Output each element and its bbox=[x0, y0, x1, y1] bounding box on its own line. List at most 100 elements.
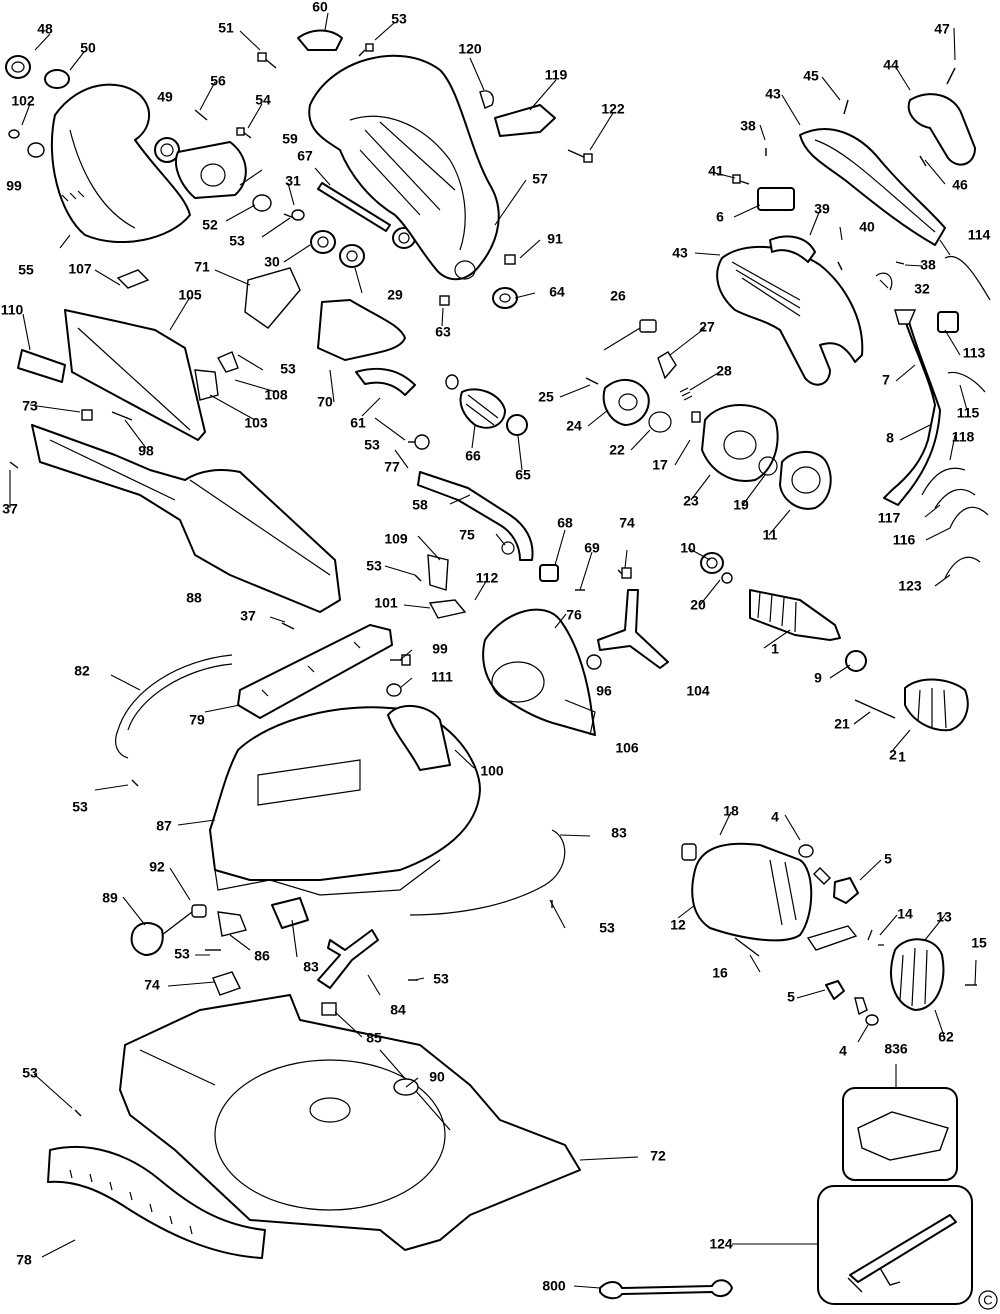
callout: 87 bbox=[156, 818, 172, 834]
callout: 83 bbox=[303, 959, 319, 975]
washer-65 bbox=[492, 287, 518, 309]
dust-chute-71 bbox=[317, 299, 406, 361]
upper-blade-guard bbox=[308, 54, 500, 281]
label-111 bbox=[17, 349, 66, 383]
callout: 74 bbox=[144, 977, 160, 993]
copyright-symbol: C bbox=[983, 1292, 992, 1307]
spacer-31 bbox=[291, 209, 305, 221]
wire-119 bbox=[921, 467, 966, 496]
callout: 100 bbox=[480, 763, 504, 779]
callout: 16 bbox=[712, 965, 728, 981]
callout: 105 bbox=[178, 287, 202, 303]
link-arm-59 bbox=[417, 471, 534, 561]
wire-116 bbox=[947, 371, 986, 393]
callout: 64 bbox=[549, 284, 565, 300]
throat-plate-82 bbox=[237, 624, 393, 719]
latch bbox=[494, 104, 556, 137]
callout: 61 bbox=[350, 415, 366, 431]
clip-32 bbox=[875, 272, 893, 291]
callout: 51 bbox=[218, 20, 234, 36]
switch bbox=[757, 187, 795, 211]
lower-blade-guard bbox=[50, 83, 191, 244]
field-housing-2 bbox=[904, 678, 969, 732]
callout: 114 bbox=[968, 227, 991, 243]
fence-assembly bbox=[9, 267, 669, 736]
callout: 103 bbox=[244, 415, 268, 431]
bearing-30 bbox=[310, 230, 336, 254]
motor-gear-assembly bbox=[585, 319, 969, 732]
callout: 53 bbox=[599, 920, 615, 936]
callout: 89 bbox=[102, 890, 118, 906]
turntable-assembly bbox=[115, 624, 566, 1016]
callout: 98 bbox=[138, 443, 154, 459]
callout: 60 bbox=[312, 0, 328, 15]
callout: 68 bbox=[557, 515, 573, 531]
callout: 32 bbox=[914, 281, 930, 297]
callout: 92 bbox=[149, 859, 165, 875]
wire-124 bbox=[944, 556, 981, 579]
callout: 59 bbox=[282, 131, 298, 147]
callout: 58 bbox=[412, 497, 428, 513]
o-ring-19 bbox=[758, 456, 778, 476]
callout: 8 bbox=[886, 430, 894, 446]
callout: 111 bbox=[431, 669, 453, 685]
callout: 39 bbox=[814, 201, 830, 217]
upper-guard-assembly bbox=[5, 29, 593, 309]
callout: 53 bbox=[433, 971, 449, 987]
wrench-836 bbox=[599, 1279, 733, 1300]
callout: 40 bbox=[859, 219, 875, 235]
callout: 112 bbox=[476, 570, 499, 586]
callout: 123 bbox=[898, 578, 922, 594]
callout: 53 bbox=[229, 233, 245, 249]
knob-cap bbox=[5, 55, 31, 79]
callout: 6 bbox=[716, 209, 724, 225]
callout: 91 bbox=[547, 231, 563, 247]
callout: 55 bbox=[18, 262, 34, 278]
callout: 45 bbox=[803, 68, 819, 84]
spring-67 bbox=[459, 388, 506, 429]
callout: 107 bbox=[68, 261, 92, 277]
callout: 37 bbox=[240, 608, 256, 624]
callout: 104 bbox=[686, 683, 710, 699]
callout: 53 bbox=[22, 1065, 38, 1081]
o-ring-22 bbox=[648, 411, 672, 433]
callout: 11 bbox=[763, 527, 778, 543]
washer-52 bbox=[252, 194, 272, 212]
callout: 124 bbox=[709, 1236, 733, 1252]
callout: 50 bbox=[80, 40, 96, 56]
callout: 48 bbox=[37, 21, 53, 37]
leader-lines bbox=[9, 12, 977, 1289]
callout: 53 bbox=[72, 799, 88, 815]
callout: 119 bbox=[545, 67, 568, 83]
callout: 44 bbox=[883, 57, 899, 73]
callout: 73 bbox=[22, 398, 38, 414]
spring-clip-27 bbox=[657, 351, 677, 380]
callout: 26 bbox=[610, 288, 626, 304]
brush-ring-11 bbox=[779, 451, 832, 510]
callout: 17 bbox=[652, 457, 668, 473]
callout: 113 bbox=[963, 345, 986, 361]
bushing-69 bbox=[539, 564, 559, 582]
callout: 18 bbox=[723, 803, 739, 819]
callout: 53 bbox=[366, 558, 382, 574]
callout: 5 bbox=[884, 851, 892, 867]
wire-117 bbox=[949, 506, 989, 529]
bearing bbox=[154, 137, 180, 163]
callout: 47 bbox=[934, 21, 950, 37]
washer-20 bbox=[721, 572, 733, 584]
callout: 70 bbox=[317, 394, 333, 410]
callout: 52 bbox=[202, 217, 218, 233]
motor-assembly bbox=[681, 842, 977, 1026]
callout: 117 bbox=[878, 510, 901, 526]
callout: 15 bbox=[971, 935, 987, 951]
bearing-9 bbox=[845, 650, 867, 672]
cable-115 bbox=[944, 255, 991, 301]
callout: 12 bbox=[670, 917, 686, 933]
callout: 13 bbox=[936, 909, 952, 925]
callout: 29 bbox=[387, 287, 403, 303]
detent-arm-85 bbox=[317, 929, 379, 989]
callout: 4 bbox=[839, 1043, 847, 1059]
callout: 21 bbox=[834, 716, 850, 732]
callout: 109 bbox=[384, 531, 408, 547]
callout: 102 bbox=[11, 93, 35, 109]
